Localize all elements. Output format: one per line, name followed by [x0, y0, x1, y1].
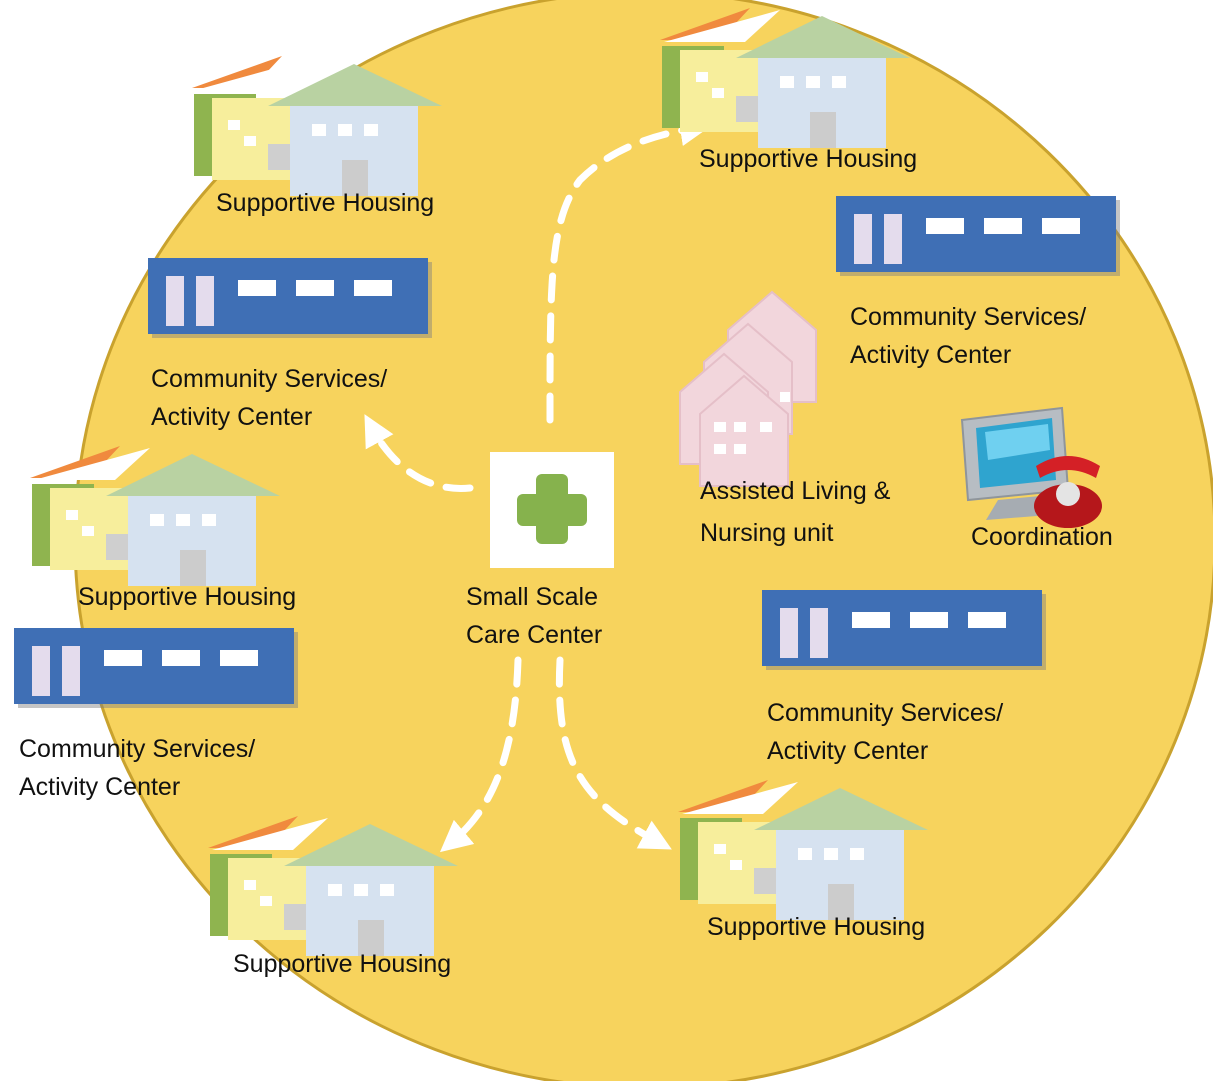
- community-label-line-2: Activity Center: [19, 773, 181, 801]
- assisted-living-label-line-1: Assisted Living &: [700, 477, 891, 505]
- housing-label-mid-left: Supportive Housing: [78, 583, 297, 611]
- assisted-living-label-line-2: Nursing unit: [700, 519, 834, 547]
- community-label-bottom-left: Community Services/ Activity Center: [19, 730, 255, 806]
- dashed-arrow: [364, 114, 712, 853]
- community-label-line-1: Community Services/: [850, 303, 1087, 331]
- assisted-living-label: Assisted Living & Nursing unit: [700, 470, 890, 554]
- care-center-label-line-1: Small Scale: [466, 583, 598, 611]
- community-label-line-2: Activity Center: [767, 737, 929, 765]
- medical-cross-icon: [490, 452, 614, 568]
- community-label-line-1: Community Services/: [767, 699, 1004, 727]
- housing-label-bottom-left: Supportive Housing: [233, 950, 452, 978]
- care-center-label: Small Scale Care Center: [466, 578, 602, 654]
- community-label-line-1: Community Services/: [19, 735, 256, 763]
- community-label-line-2: Activity Center: [850, 341, 1012, 369]
- community-label-line-2: Activity Center: [151, 403, 313, 431]
- community-label-line-1: Community Services/: [151, 365, 388, 393]
- housing-label-top-right: Supportive Housing: [699, 145, 918, 173]
- housing-label-top-left: Supportive Housing: [216, 189, 435, 217]
- coordination-label: Coordination: [971, 523, 1113, 551]
- computer-phone-icon: [960, 406, 1102, 528]
- community-center-icon: [762, 590, 1046, 670]
- community-center-icon: [14, 628, 298, 708]
- care-center-label-line-2: Care Center: [466, 621, 603, 649]
- nursing-unit-icon: [679, 291, 817, 487]
- community-label-right-mid: Community Services/ Activity Center: [767, 694, 1003, 770]
- housing-label-bottom-right: Supportive Housing: [707, 913, 926, 941]
- community-label-right-top: Community Services/ Activity Center: [850, 298, 1086, 374]
- community-center-icon: [148, 258, 432, 338]
- community-center-icon: [836, 196, 1120, 276]
- community-label-left: Community Services/ Activity Center: [151, 360, 387, 436]
